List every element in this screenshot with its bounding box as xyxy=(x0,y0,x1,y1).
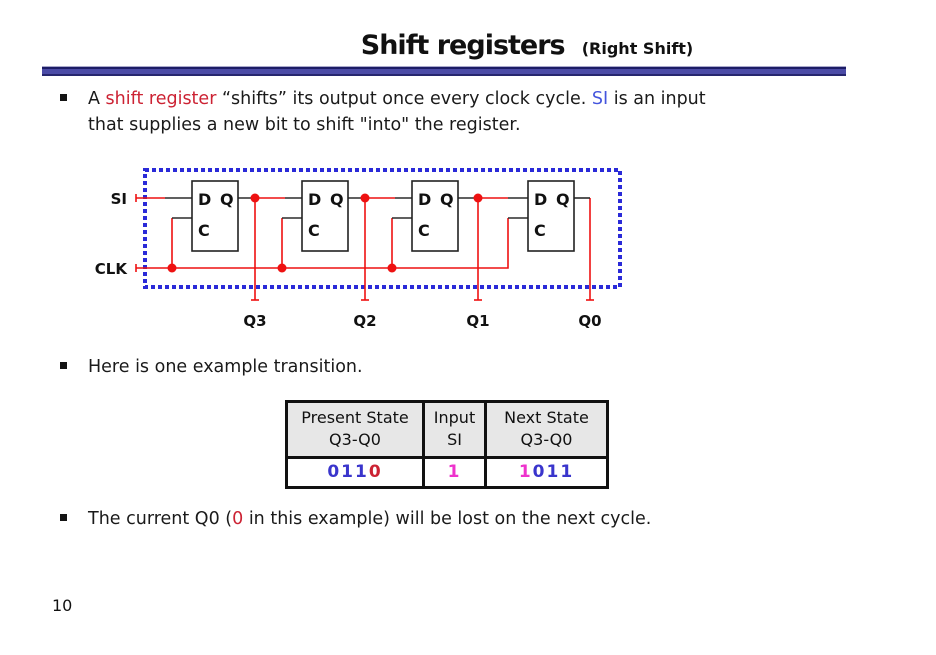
bullet-shift-register-definition: A shift register “shifts” its output onc… xyxy=(60,86,706,138)
junction-dot xyxy=(387,263,397,273)
text-segment: that supplies a new bit to shift "into" … xyxy=(88,115,521,135)
text-segment-blue: SI xyxy=(591,89,609,109)
header-present-state: Present State Q3-Q0 xyxy=(288,403,425,459)
text-segment: The current Q0 ( xyxy=(88,509,233,529)
text-segment: Here is one example transition. xyxy=(88,357,363,377)
dff-q-pin-label: Q xyxy=(330,190,344,209)
dff-c-pin-label: C xyxy=(418,221,430,240)
bullet-example-transition: Here is one example transition. xyxy=(60,354,363,380)
table-data-row: 0110 1 1011 xyxy=(288,459,606,486)
output-label-q2: Q2 xyxy=(353,312,376,330)
bullet-lost-bit-note: The current Q0 (0 in this example) will … xyxy=(60,506,651,532)
text-segment: “shifts” its output once every clock cyc… xyxy=(216,89,592,109)
cell-present-state: 0110 xyxy=(288,459,425,486)
dff-box-2: D Q C xyxy=(301,180,349,252)
page-title: Shift registers xyxy=(360,30,566,61)
present-lost-bit: 0 xyxy=(368,462,383,482)
dff-d-pin-label: D xyxy=(534,190,547,209)
dff-box-3: D Q C xyxy=(191,180,239,252)
output-label-q1: Q1 xyxy=(466,312,489,330)
dff-boxes: D Q C D Q C D Q C D Q C xyxy=(191,180,575,252)
bullet-text: Here is one example transition. xyxy=(88,354,363,380)
dff-q-pin-label: Q xyxy=(440,190,454,209)
junction-dot xyxy=(277,263,287,273)
bullet-text: The current Q0 (0 in this example) will … xyxy=(88,506,651,532)
output-label-q3: Q3 xyxy=(243,312,266,330)
page-number: 10 xyxy=(52,596,73,615)
dff-c-pin-label: C xyxy=(308,221,320,240)
junction-dots xyxy=(167,193,483,273)
bullet-marker-icon xyxy=(60,514,67,521)
cell-input-si: 1 xyxy=(425,459,487,486)
output-label-q0: Q0 xyxy=(578,312,601,330)
si-signal-label: SI xyxy=(111,190,127,208)
dff-box-0: D Q C xyxy=(527,180,575,252)
junction-dot xyxy=(360,193,370,203)
shift-register-diagram: D Q C D Q C D Q C D Q C xyxy=(95,168,622,330)
dff-c-pin-label: C xyxy=(534,221,546,240)
text-segment: A xyxy=(88,89,106,109)
header-input-si: Input SI xyxy=(425,403,487,459)
clk-signal-label: CLK xyxy=(95,260,129,278)
bullet-marker-icon xyxy=(60,362,67,369)
junction-dot xyxy=(250,193,260,203)
wire-clk xyxy=(136,218,509,269)
dff-q-pin-label: Q xyxy=(220,190,234,209)
dff-box-1: D Q C xyxy=(411,180,459,252)
title-divider xyxy=(42,66,846,76)
next-kept-bits: 011 xyxy=(532,462,575,482)
junction-dot xyxy=(167,263,177,273)
bullet-text: A shift register “shifts” its output onc… xyxy=(88,86,706,138)
dff-d-pin-label: D xyxy=(418,190,431,209)
red-wires xyxy=(135,194,594,301)
text-segment: in this example) will be lost on the nex… xyxy=(243,509,652,529)
cell-next-state: 1011 xyxy=(487,459,606,486)
dff-d-pin-label: D xyxy=(198,190,211,209)
text-segment-red: 0 xyxy=(232,509,244,529)
present-kept-bits: 011 xyxy=(327,462,369,482)
input-bit: 1 xyxy=(447,462,462,482)
text-segment-red: shift register xyxy=(105,89,217,109)
page-subtitle: (Right Shift) xyxy=(581,39,694,58)
header-next-state: Next State Q3-Q0 xyxy=(487,403,606,459)
next-new-bit: 1 xyxy=(518,462,533,482)
text-segment: is an input xyxy=(608,89,706,109)
table-header-row: Present State Q3-Q0 Input SI Next State … xyxy=(288,403,606,459)
title-row: Shift registers (Right Shift) xyxy=(0,30,936,61)
register-dashed-border xyxy=(143,168,622,289)
bullet-marker-icon xyxy=(60,94,67,101)
dff-d-pin-label: D xyxy=(308,190,321,209)
dff-c-pin-label: C xyxy=(198,221,210,240)
junction-dot xyxy=(473,193,483,203)
dff-q-pin-label: Q xyxy=(556,190,570,209)
transition-table: Present State Q3-Q0 Input SI Next State … xyxy=(285,400,609,489)
